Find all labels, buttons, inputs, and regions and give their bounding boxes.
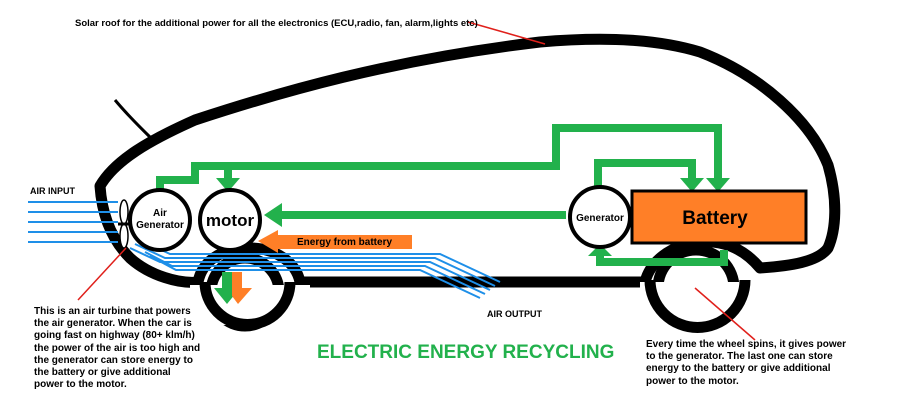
air-generator [128,188,192,252]
air-output-label: AIR OUTPUT [487,309,543,319]
air-turbine-note-line: the power of the air is too high and [34,342,201,354]
air-turbine-note-line: the air generator. When the car is [34,318,192,330]
solar-roof-note: Solar roof for the additional power for … [75,18,478,29]
air-turbine-note: This is an air turbine that powers the a… [34,306,200,391]
air-input-label: AIR INPUT [30,186,76,196]
car-body-outline [94,33,841,288]
air-turbine-note-line: power to the motor. [34,379,127,391]
air-turbine-note-line: the generator can store energy to [34,354,193,366]
battery [630,189,808,245]
energy-flow-arrowheads [216,178,730,256]
air-turbine-note-line: This is an air turbine that powers [34,306,191,317]
wheel-generator-note-line: to the generator. The last one can store [646,351,833,363]
battery-label: Battery [682,208,748,229]
wheel-generator-note-line: energy to the battery or give additional [646,363,831,375]
motor [198,188,262,252]
air-generator-label-line2: Generator [136,220,184,231]
diagram-title: ELECTRIC ENERGY RECYCLING [317,342,614,363]
pointer-lines [77,21,756,341]
wheel-generator-note: Every time the wheel spins, it gives pow… [646,339,846,388]
air-generator-label-line1: Air [153,208,167,219]
generator-label: Generator [576,213,624,224]
wheel-generator-note-line: Every time the wheel spins, it gives pow… [646,339,847,350]
generator [568,185,632,249]
rear-window-line [113,99,157,144]
air-turbine-note-line: going fast on highway (80+ klm/h) [34,330,195,342]
air-turbine-note-line: the battery or give additional [34,367,171,379]
air-input-lines [28,201,118,243]
wheel-generator-note-line: power to the motor. [646,375,739,387]
air-output-down-arrow-orange [232,272,252,304]
energy-flow-paths [156,124,728,266]
energy-from-battery-arrow [258,230,412,253]
motor-label: motor [206,211,255,230]
energy-from-battery-label: Energy from battery [297,237,392,248]
